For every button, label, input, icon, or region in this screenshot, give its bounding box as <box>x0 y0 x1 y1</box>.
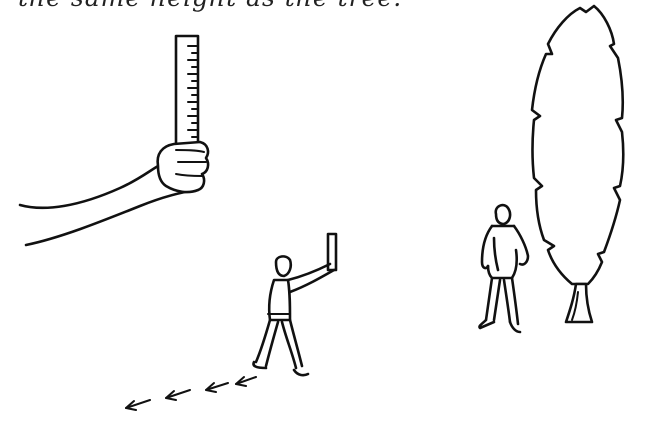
man-holding-ruler-icon <box>254 234 337 375</box>
path-arrows <box>126 377 256 410</box>
hand-holding-ruler-icon <box>20 36 208 245</box>
poplar-tree-icon <box>532 6 623 322</box>
caption-text: the same height as the tree. <box>18 0 402 12</box>
arrow-left-icon <box>206 383 228 392</box>
arrow-left-icon <box>236 377 256 386</box>
arrow-left-icon <box>126 400 150 410</box>
arrow-left-icon <box>166 390 190 400</box>
standing-man-icon <box>479 205 528 332</box>
